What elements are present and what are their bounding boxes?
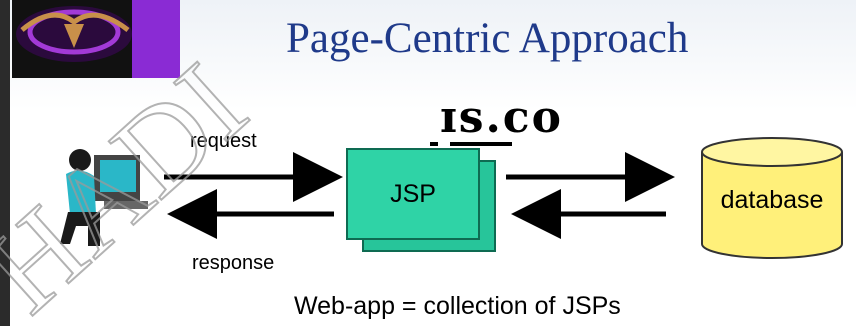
watermark-fragment-text: ɪs.co xyxy=(440,92,563,143)
user-computer-icon xyxy=(60,149,148,246)
longhorn-logo-icon xyxy=(12,0,180,78)
request-label: request xyxy=(190,130,257,152)
response-label: response xyxy=(192,252,275,274)
database-label: database xyxy=(720,186,824,214)
jsp-label: JSP xyxy=(390,180,436,208)
database-cylinder xyxy=(701,137,843,259)
jsp-page-front xyxy=(346,148,480,240)
page-title: Page-Centric Approach xyxy=(286,15,689,62)
caption: Web-app = collection of JSPs xyxy=(294,292,621,320)
left-border xyxy=(0,0,10,326)
diagonal-watermark-text: HADI xyxy=(0,38,270,326)
watermark-fragment: ɪs.co xyxy=(440,92,563,143)
